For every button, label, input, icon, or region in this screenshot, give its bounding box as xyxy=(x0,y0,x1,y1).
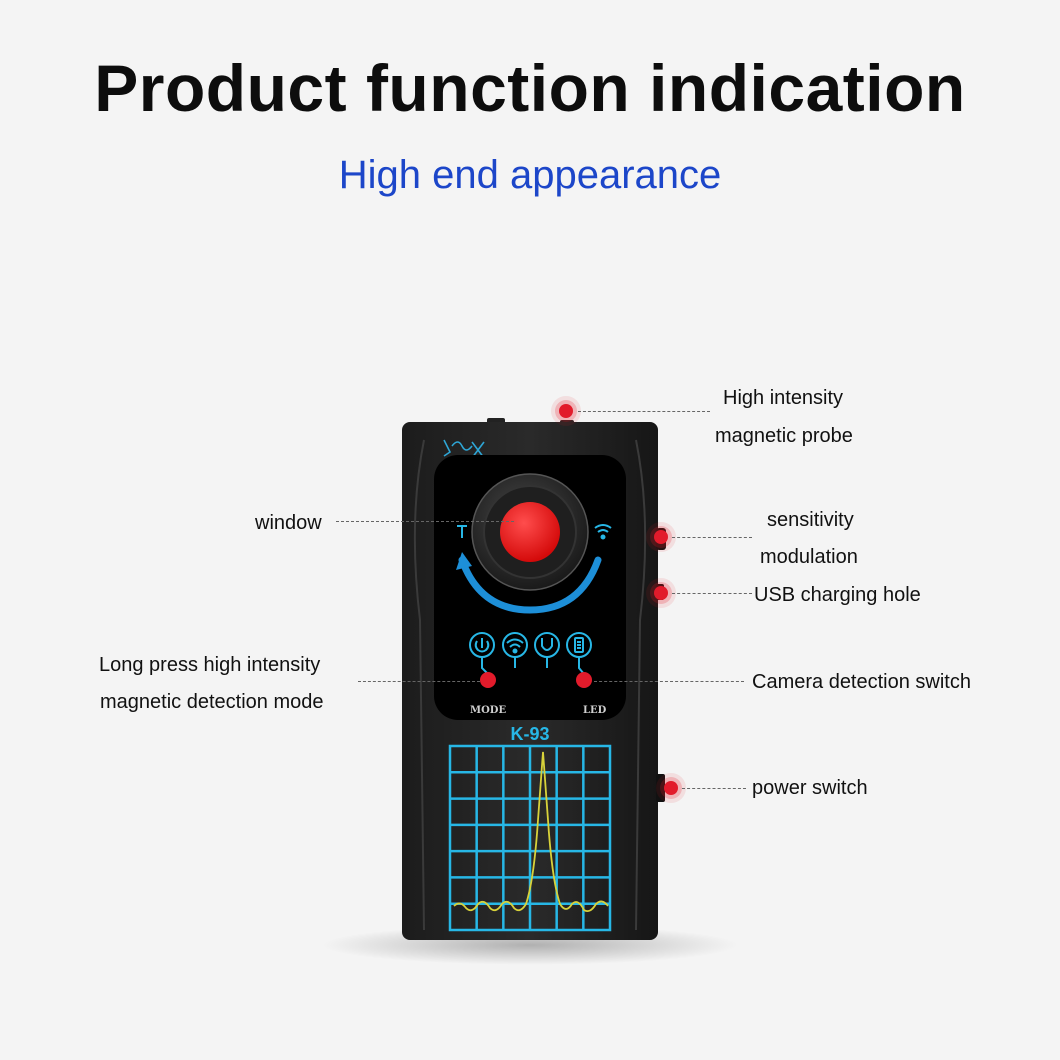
usb-label: USB charging hole xyxy=(754,584,921,606)
window-label: window xyxy=(255,512,322,534)
mode-button xyxy=(480,672,496,688)
sensitivity-label-line2: modulation xyxy=(760,546,858,568)
power-label: power switch xyxy=(752,777,868,799)
camera-lens-window xyxy=(500,502,560,562)
usb-marker xyxy=(654,586,668,600)
probe-label-line2: magnetic probe xyxy=(715,425,853,447)
mode-label: MODE xyxy=(470,705,506,716)
sensitivity-marker xyxy=(654,530,668,544)
usb-leader-line xyxy=(672,593,752,594)
page-subtitle: High end appearance xyxy=(338,153,722,197)
mode-label-line2: magnetic detection mode xyxy=(100,691,324,713)
sensitivity-arc xyxy=(458,556,602,614)
camera-leader-line xyxy=(594,681,744,682)
sensitivity-leader-line xyxy=(672,537,752,538)
device-side-contour xyxy=(413,439,647,931)
window-leader-line xyxy=(336,521,514,522)
mode-label-line1: Long press high intensity xyxy=(99,654,321,676)
power-leader-line xyxy=(682,788,746,789)
mode-leader-line xyxy=(358,681,480,682)
signal-grid xyxy=(448,744,612,932)
arc-arrow-icon xyxy=(456,552,472,570)
power-marker xyxy=(664,781,678,795)
page-title: Product function indication xyxy=(94,51,966,125)
led-button xyxy=(576,672,592,688)
led-label: LED xyxy=(583,705,607,716)
icon-connector-lines xyxy=(481,657,585,675)
probe-leader-line xyxy=(578,411,710,412)
probe-label-line1: High intensity xyxy=(723,387,844,409)
antenna-icon xyxy=(457,525,467,538)
probe-marker xyxy=(559,404,573,418)
sensitivity-label-line1: sensitivity xyxy=(767,509,854,531)
power-switch-button xyxy=(656,774,665,802)
wifi-small-icon xyxy=(594,524,612,540)
camera-label: Camera detection switch xyxy=(752,671,971,693)
model-label: K-93 xyxy=(510,724,549,744)
signal-trace xyxy=(453,751,609,913)
